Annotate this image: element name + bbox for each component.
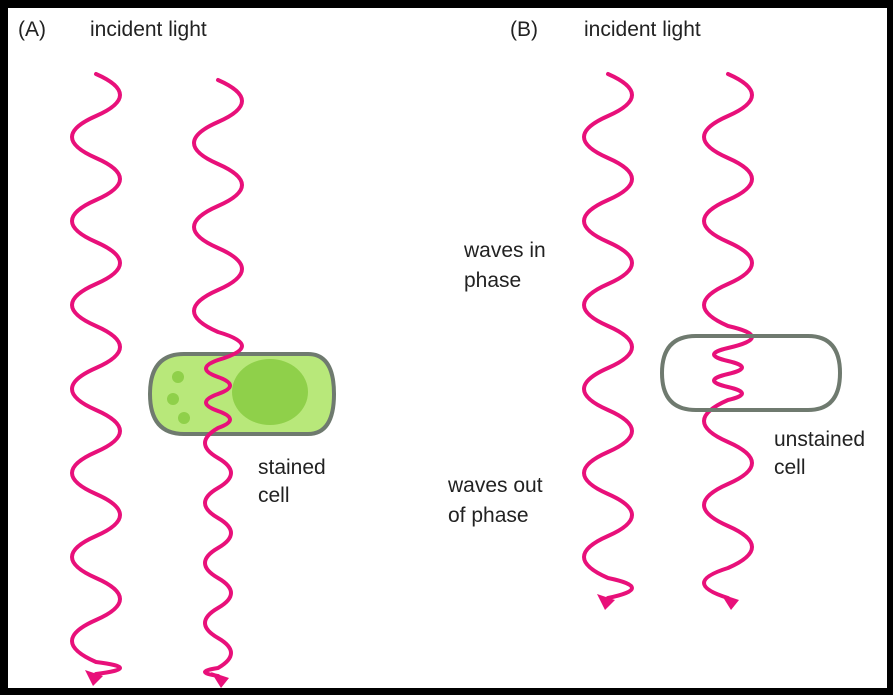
panel-b (584, 74, 840, 610)
waves-out-of-phase-label-line2: of phase (448, 502, 529, 529)
waves-in-phase-label-line1: waves in (464, 237, 546, 264)
panel-a-wave-through-stained-cell-arrowhead (211, 672, 229, 688)
cell-granule (172, 371, 184, 383)
panel-b-title: incident light (584, 16, 701, 43)
panel-a-title: incident light (90, 16, 207, 43)
panel-b-tag: (B) (510, 16, 538, 43)
stained-cell-label-line2: cell (258, 482, 290, 509)
unstained-cell (662, 336, 840, 410)
waves-in-phase-label-line2: phase (464, 267, 521, 294)
unstained-cell-label-line1: unstained (774, 426, 865, 453)
unstained-cell-label-line2: cell (774, 454, 806, 481)
panel-a-wave-unaffected (72, 74, 120, 674)
waves-out-of-phase-label-line1: waves out (448, 472, 543, 499)
panel-a-tag: (A) (18, 16, 46, 43)
panel-b-wave-unaffected (584, 74, 632, 598)
stained-cell-nucleus (232, 359, 308, 425)
cell-granule (178, 412, 190, 424)
panel-a (72, 74, 334, 688)
figure-frame: (A) incident light stained cell (B) inci… (8, 8, 887, 688)
phase-contrast-diagram (8, 8, 887, 688)
cell-granule (167, 393, 179, 405)
panel-b-wave-through-unstained-cell-arrowhead (721, 594, 739, 610)
stained-cell-label-line1: stained (258, 454, 326, 481)
